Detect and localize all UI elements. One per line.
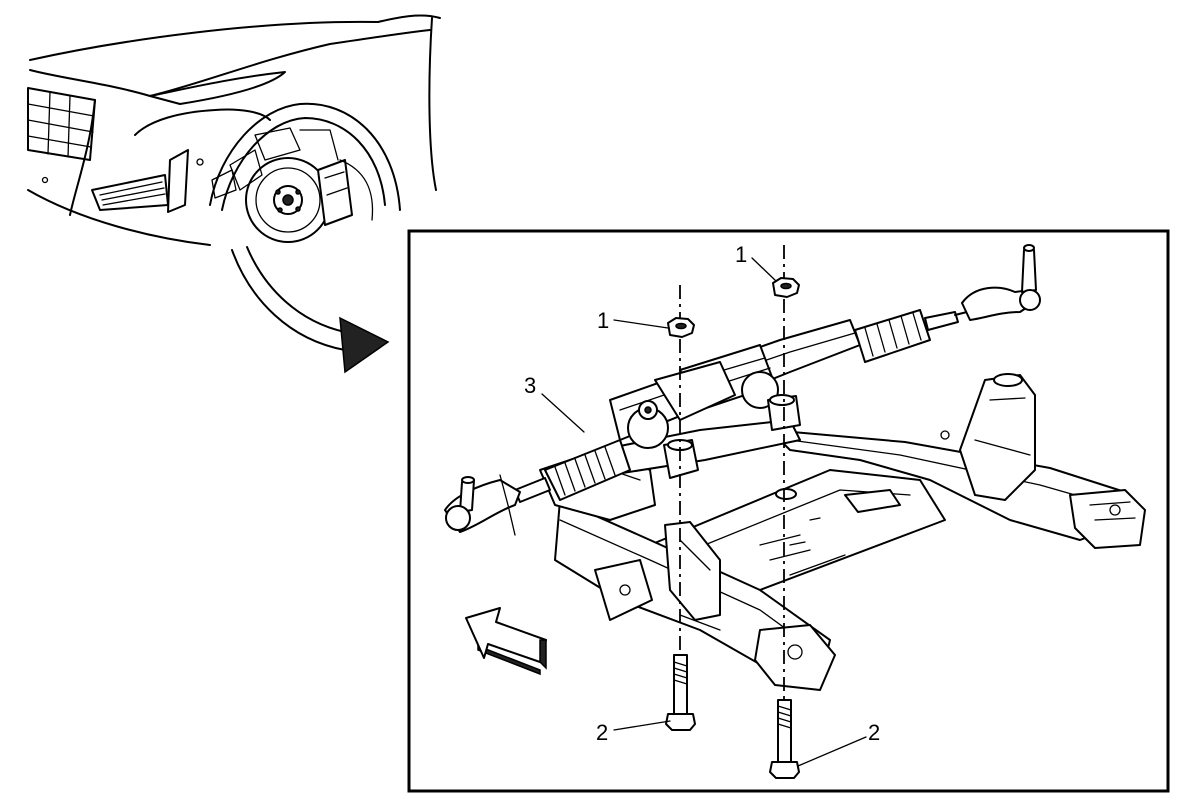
front-direction-arrow — [465, 607, 547, 676]
leader-nut-right — [751, 257, 777, 282]
callout-bolt-right: 2 — [868, 720, 880, 745]
suspension-cradle — [539, 373, 1146, 691]
callout-bolt-left: 2 — [596, 720, 608, 745]
leader-bolt-left — [613, 720, 671, 731]
callout-steering-gear: 3 — [524, 373, 536, 398]
bolt-right — [769, 699, 800, 779]
detail-pointer-arrow — [231, 246, 390, 374]
bolt-left — [665, 654, 696, 731]
callout-nut-left: 1 — [597, 308, 609, 333]
right-tie-rod-end — [961, 244, 1041, 321]
left-boot — [544, 439, 631, 501]
grille — [27, 87, 96, 161]
right-boot — [854, 309, 931, 363]
cradle-and-steering-gear: 1 1 3 2 2 — [444, 242, 1146, 779]
nut-left — [667, 317, 695, 338]
steering-gear — [444, 244, 1041, 536]
nut-right — [772, 277, 800, 298]
leader-steering-gear — [541, 393, 585, 433]
left-tie-rod-end — [444, 474, 521, 536]
brake-rotor — [245, 157, 353, 243]
leader-nut-left — [613, 319, 669, 329]
pinion-valve — [627, 400, 669, 449]
leader-bolt-right — [797, 736, 867, 767]
vehicle-front-overview — [27, 14, 441, 246]
callout-nut-right: 1 — [735, 242, 747, 267]
